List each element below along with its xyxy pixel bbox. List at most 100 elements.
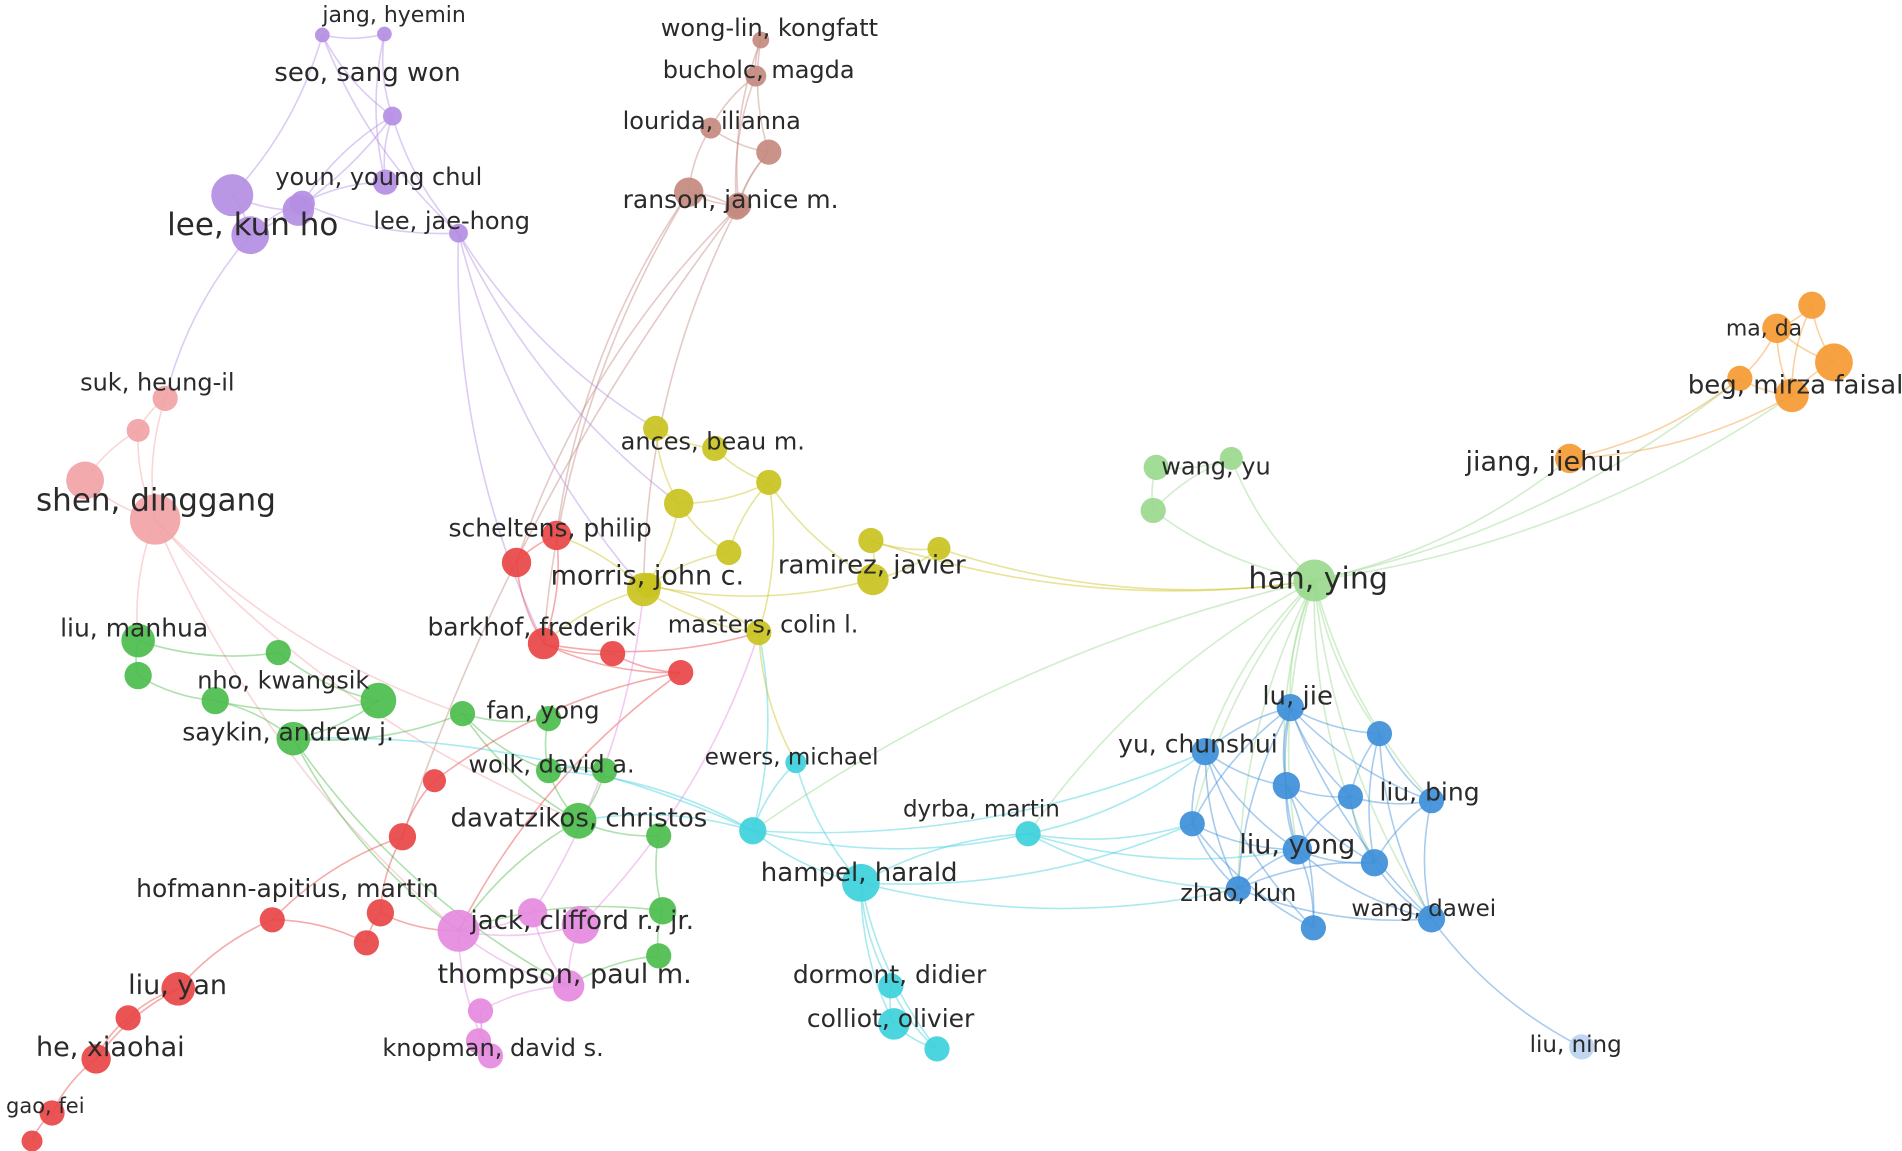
node-r4[interactable] [600, 640, 626, 667]
node-hofmann[interactable] [259, 907, 285, 933]
node-p_jang2[interactable] [377, 26, 392, 42]
node-c2[interactable] [739, 817, 767, 845]
edge-y4-ramirez [768, 481, 874, 581]
node-fan[interactable] [449, 701, 476, 727]
node-wonglin[interactable] [752, 31, 770, 49]
label-masters: masters, colin l. [668, 611, 859, 639]
node-saykin[interactable] [276, 721, 311, 756]
node-shen[interactable] [129, 494, 181, 545]
node-jang[interactable] [314, 27, 330, 43]
node-bl5[interactable] [1337, 784, 1364, 810]
edge-han-jiang [1314, 457, 1571, 582]
node-m2[interactable] [517, 898, 548, 928]
node-y10[interactable] [927, 536, 951, 561]
node-y2[interactable] [702, 435, 728, 461]
node-ma[interactable] [1762, 313, 1792, 343]
node-wang_yu[interactable] [1143, 454, 1169, 481]
node-liu_ning[interactable] [1569, 1034, 1595, 1060]
node-lg2[interactable] [1219, 446, 1243, 470]
node-r15[interactable] [21, 1130, 43, 1151]
node-g10[interactable] [592, 758, 618, 784]
node-seo[interactable] [382, 106, 402, 126]
node-y3[interactable] [664, 488, 694, 519]
node-r9[interactable] [366, 899, 395, 927]
node-p_lee3[interactable] [282, 194, 315, 226]
node-g8[interactable] [535, 706, 562, 732]
node-nho[interactable] [201, 686, 229, 715]
node-davatzikos[interactable] [560, 802, 597, 839]
node-c7[interactable] [924, 1036, 950, 1062]
node-r5[interactable] [668, 659, 694, 686]
node-zhao[interactable] [1225, 876, 1251, 902]
node-wang_dawei[interactable] [1417, 905, 1446, 933]
node-beg[interactable] [1775, 378, 1809, 413]
node-scheltens[interactable] [541, 520, 572, 551]
node-bl7[interactable] [1179, 811, 1205, 837]
node-ramirez[interactable] [857, 563, 889, 596]
node-ranson[interactable] [674, 177, 704, 207]
node-lee_jh[interactable] [449, 223, 468, 243]
node-y4[interactable] [756, 469, 782, 496]
node-pl2[interactable] [126, 418, 150, 442]
node-jack[interactable] [437, 909, 480, 952]
node-b_lou2[interactable] [756, 139, 782, 165]
node-r10[interactable] [353, 930, 379, 956]
node-lourida[interactable] [700, 117, 722, 139]
node-bl12[interactable] [1300, 915, 1326, 941]
label-beg: beg, mirza faisal [1688, 370, 1902, 400]
node-r12[interactable] [115, 1005, 141, 1031]
node-bucholc[interactable] [745, 65, 767, 87]
node-pl3[interactable] [66, 461, 104, 500]
node-g3[interactable] [265, 639, 291, 666]
node-g2[interactable] [124, 661, 152, 690]
node-bl2[interactable] [1366, 721, 1393, 747]
node-g14[interactable] [646, 943, 672, 969]
node-he[interactable] [81, 1044, 111, 1074]
label-colliot: colliot, olivier [807, 1004, 975, 1033]
node-thompson[interactable] [552, 970, 585, 1002]
node-lee_kh[interactable] [231, 216, 270, 255]
node-lu_jie[interactable] [1276, 693, 1305, 722]
node-m3[interactable] [561, 905, 600, 944]
node-bl9[interactable] [1360, 849, 1389, 877]
node-o2[interactable] [1798, 291, 1826, 319]
node-liu_yong[interactable] [1282, 835, 1313, 865]
node-g5[interactable] [360, 682, 397, 719]
node-o5[interactable] [1727, 365, 1753, 391]
node-y5[interactable] [716, 539, 742, 566]
node-r7[interactable] [388, 823, 417, 851]
node-barkhof[interactable] [527, 627, 560, 660]
node-morris[interactable] [626, 572, 661, 607]
node-suk[interactable] [152, 385, 178, 411]
node-dormont[interactable] [878, 973, 904, 999]
node-m5[interactable] [467, 998, 494, 1024]
node-g13[interactable] [649, 897, 677, 925]
node-ewers[interactable] [785, 752, 807, 774]
node-colliot[interactable] [878, 1008, 910, 1040]
node-bl4[interactable] [1272, 772, 1301, 800]
node-ances[interactable] [643, 415, 669, 441]
node-jiang[interactable] [1554, 443, 1585, 474]
node-o3[interactable] [1815, 343, 1853, 382]
node-p_lee2[interactable] [211, 174, 254, 217]
node-y9[interactable] [858, 527, 884, 554]
node-hampel[interactable] [842, 863, 880, 902]
node-lg3[interactable] [1140, 497, 1166, 524]
node-liu_manhua[interactable] [121, 623, 155, 658]
node-liu_yan[interactable] [161, 972, 195, 1006]
node-han[interactable] [1293, 559, 1336, 602]
node-b_ran2[interactable] [726, 192, 752, 218]
edge-han-wang_dawei [1313, 580, 1433, 920]
node-liu_bing[interactable] [1418, 788, 1445, 814]
edge-liu_yong-wang_dawei [1296, 849, 1432, 920]
node-yu[interactable] [1191, 738, 1219, 766]
node-dyrba[interactable] [1015, 821, 1041, 847]
node-g12[interactable] [646, 823, 672, 849]
node-m7[interactable] [465, 1028, 492, 1054]
node-p_seo2[interactable] [372, 169, 399, 195]
node-r2[interactable] [501, 547, 532, 578]
node-gao[interactable] [39, 1100, 65, 1126]
node-masters[interactable] [746, 619, 772, 646]
node-r6[interactable] [422, 769, 447, 793]
node-wolk[interactable] [535, 758, 562, 784]
